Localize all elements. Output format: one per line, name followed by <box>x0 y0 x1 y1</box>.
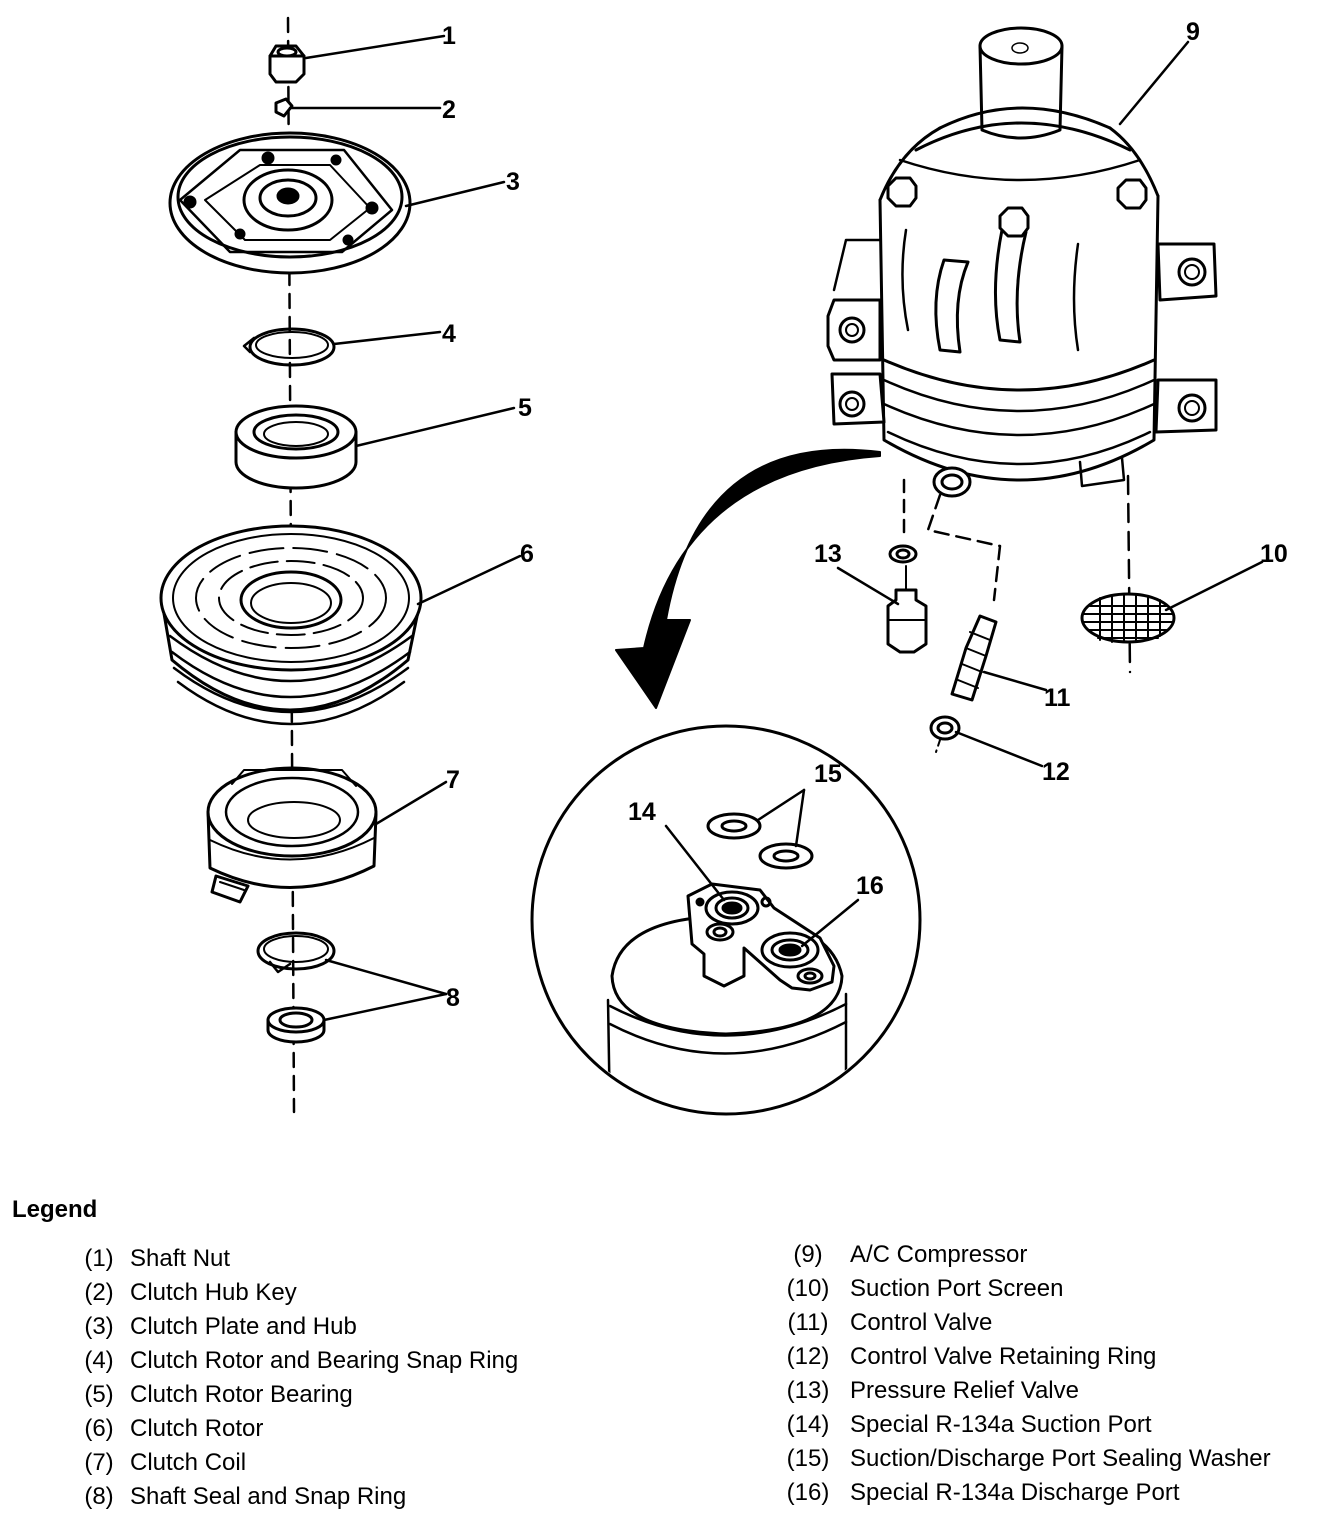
callout-3: 3 <box>506 168 520 196</box>
clutch-hub-key-part <box>274 97 294 118</box>
legend-item-label: Control Valve Retaining Ring <box>850 1343 1157 1370</box>
legend-item-number: (6) <box>84 1415 114 1442</box>
clutch-coil-part <box>206 766 378 904</box>
sealing-washers-part <box>706 812 814 870</box>
callout-12: 12 <box>1042 758 1070 786</box>
legend-item-number: (16) <box>786 1479 830 1506</box>
suction-port-screen-part <box>1080 592 1176 644</box>
clutch-rotor-bearing-part <box>234 404 358 490</box>
shaft-nut-part <box>268 44 306 84</box>
legend-item: (12) Control Valve Retaining Ring <box>780 1340 1271 1374</box>
legend-item-label: Control Valve <box>850 1309 993 1336</box>
legend-item-label: Clutch Rotor Bearing <box>130 1381 353 1408</box>
legend-right-column: (9) A/C Compressor (10) Suction Port Scree… <box>780 1238 1271 1510</box>
shaft-seal-snap-ring-part <box>256 931 336 1044</box>
legend-item: (11) Control Valve <box>780 1306 1271 1340</box>
legend-item: (4) Clutch Rotor and Bearing Snap Ring <box>76 1344 518 1378</box>
legend-item-number: (8) <box>84 1483 114 1510</box>
leader-lines <box>288 34 1264 1022</box>
detail-arrow <box>615 448 881 709</box>
legend-item: (3) Clutch Plate and Hub <box>76 1310 518 1344</box>
callout-9: 9 <box>1186 18 1200 46</box>
legend-item-number: (10) <box>786 1275 830 1302</box>
control-valve-part <box>950 614 998 702</box>
callout-8: 8 <box>446 984 460 1012</box>
rotor-bearing-snap-ring-part <box>242 327 336 367</box>
legend-item: (10) Suction Port Screen <box>780 1272 1271 1306</box>
legend-item-label: Suction Port Screen <box>850 1275 1064 1302</box>
legend-item-number: (4) <box>84 1347 114 1374</box>
legend-item: (8) Shaft Seal and Snap Ring <box>76 1480 518 1514</box>
callout-6: 6 <box>520 540 534 568</box>
legend-item-number: (5) <box>84 1381 114 1408</box>
detail-view-circle <box>530 724 922 1116</box>
legend-item-number: (14) <box>786 1411 830 1438</box>
legend-item-label: Suction/Discharge Port Sealing Washer <box>850 1445 1271 1472</box>
callout-1: 1 <box>442 22 456 50</box>
pressure-relief-valve-part <box>886 544 928 654</box>
callout-4: 4 <box>442 320 456 348</box>
exploded-view-diagram: 1 2 3 4 5 6 7 8 9 10 11 12 13 14 15 16 <box>159 16 1288 1116</box>
legend-item-number: (7) <box>84 1449 114 1476</box>
callout-15: 15 <box>814 760 842 788</box>
callout-14: 14 <box>628 798 656 826</box>
callout-13: 13 <box>814 540 842 568</box>
legend-item: (1) Shaft Nut <box>76 1242 518 1276</box>
callout-16: 16 <box>856 872 884 900</box>
callout-2: 2 <box>442 96 456 124</box>
legend-item-label: A/C Compressor <box>850 1241 1028 1268</box>
legend-item-label: Special R-134a Discharge Port <box>850 1479 1180 1506</box>
legend-item-label: Clutch Hub Key <box>130 1279 297 1306</box>
callout-7: 7 <box>446 766 460 794</box>
callout-5: 5 <box>518 394 532 422</box>
legend-item-label: Clutch Coil <box>130 1449 247 1476</box>
legend-item-label: Shaft Seal and Snap Ring <box>130 1483 407 1510</box>
legend-item: (6) Clutch Rotor <box>76 1412 518 1446</box>
legend-item-number: (3) <box>84 1313 114 1340</box>
legend-item-number: (1) <box>84 1245 114 1272</box>
legend-item-label: Special R-134a Suction Port <box>850 1411 1152 1438</box>
legend-item-number: (13) <box>786 1377 830 1404</box>
clutch-plate-hub-part <box>168 131 412 275</box>
callout-11: 11 <box>1044 684 1071 712</box>
ac-compressor-part <box>826 26 1218 498</box>
legend-item-label: Clutch Rotor <box>130 1415 264 1442</box>
clutch-rotor-part <box>159 524 423 726</box>
legend-item-label: Clutch Plate and Hub <box>130 1313 357 1340</box>
shaft-axis-line <box>286 16 296 1114</box>
control-valve-retaining-ring-part <box>929 715 961 753</box>
legend-item-number: (2) <box>84 1279 114 1306</box>
legend-item-label: Clutch Rotor and Bearing Snap Ring <box>130 1347 519 1374</box>
legend-item-number: (11) <box>787 1309 829 1336</box>
legend-item: (5) Clutch Rotor Bearing <box>76 1378 518 1412</box>
legend-item-number: (15) <box>786 1445 830 1472</box>
legend-item: (14) Special R-134a Suction Port <box>780 1408 1271 1442</box>
legend-item: (2) Clutch Hub Key <box>76 1276 518 1310</box>
legend-left-column: (1) Shaft Nut (2) Clutch Hub Key (3) Clutch… <box>76 1242 518 1514</box>
legend-item-number: (9) <box>793 1241 823 1268</box>
legend-title: Legend <box>12 1196 98 1223</box>
legend-item: (16) Special R-134a Discharge Port <box>780 1476 1271 1510</box>
legend-item: (7) Clutch Coil <box>76 1446 518 1480</box>
legend-item-number: (12) <box>786 1343 830 1370</box>
callout-10: 10 <box>1260 540 1288 568</box>
legend-item: (13) Pressure Relief Valve <box>780 1374 1271 1408</box>
legend-item: (15) Suction/Discharge Port Sealing Washe… <box>780 1442 1271 1476</box>
legend-item-label: Shaft Nut <box>130 1245 231 1272</box>
legend-item: (9) A/C Compressor <box>780 1238 1271 1272</box>
legend-item-label: Pressure Relief Valve <box>850 1377 1079 1404</box>
